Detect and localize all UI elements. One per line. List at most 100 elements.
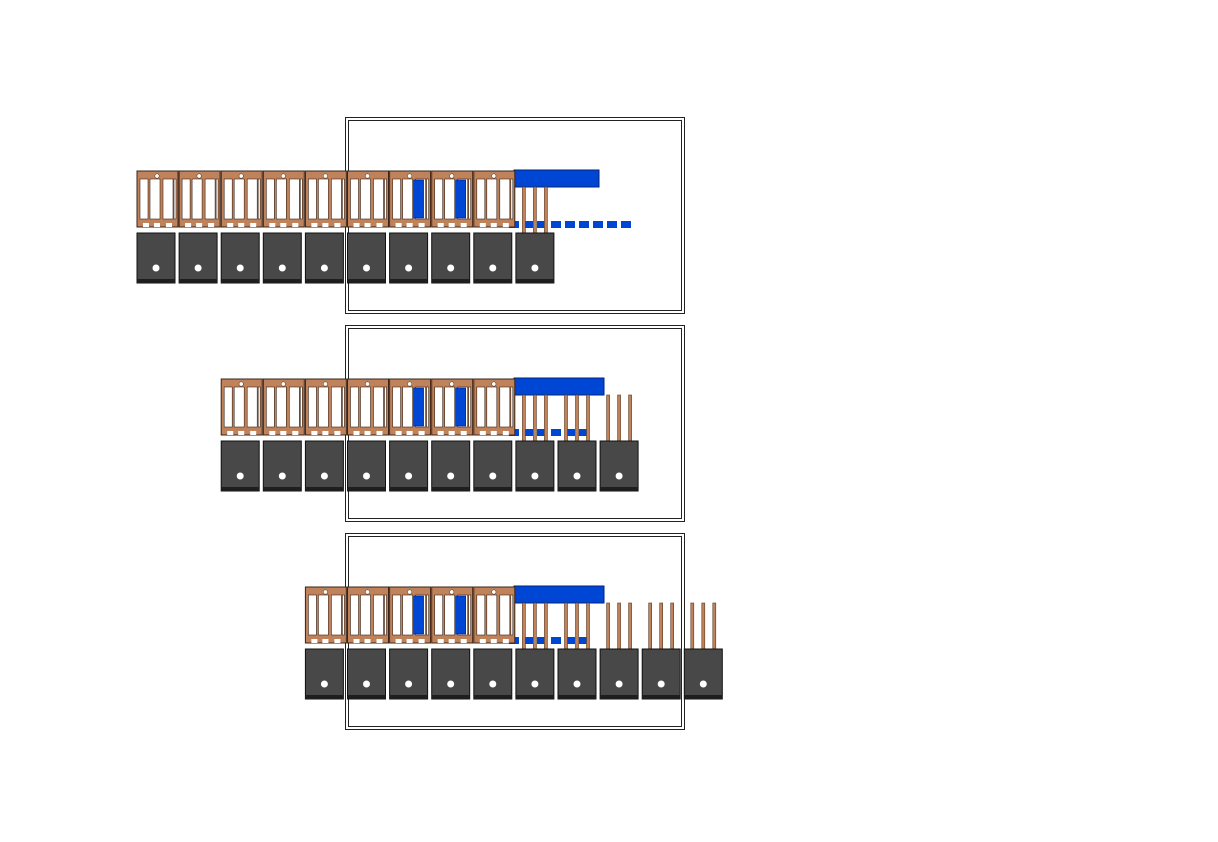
frame-slot <box>486 594 498 636</box>
transistor <box>262 440 302 492</box>
frame-slot <box>191 178 203 220</box>
frame-slot <box>499 386 511 428</box>
frame-notch <box>395 431 402 435</box>
frame-slot <box>288 178 300 220</box>
blue-insulator <box>413 595 424 635</box>
transistor-base <box>431 695 470 699</box>
mounting-hole <box>278 472 286 480</box>
blue-bar <box>513 377 605 396</box>
frame-notch <box>479 639 486 643</box>
frame-slot <box>426 178 429 220</box>
transistor-body <box>515 232 555 284</box>
blue-insulator <box>455 179 467 219</box>
transistor-body <box>220 232 260 284</box>
frame-slot <box>384 386 387 428</box>
frame-notch <box>143 223 149 227</box>
frame-notch <box>250 431 257 435</box>
frame-notch <box>490 431 497 435</box>
frame-notch <box>250 223 257 227</box>
frame-slot <box>468 594 472 636</box>
transistor-leg <box>575 602 579 650</box>
transistor-base <box>305 487 344 491</box>
transistor-body <box>304 440 344 492</box>
transistor-base <box>347 695 386 699</box>
frame-slot <box>476 386 486 428</box>
panel-stage-3 <box>304 533 723 730</box>
frame-notch <box>376 431 383 435</box>
transistor-body <box>220 440 260 492</box>
blue-dash <box>565 221 575 228</box>
copper-frame <box>262 170 305 228</box>
copper-frame <box>389 170 432 228</box>
frame-hole <box>449 589 455 595</box>
frame-slot <box>392 178 401 220</box>
blue-dash <box>523 221 533 228</box>
copper-frame <box>473 170 516 228</box>
frame-slot <box>426 594 429 636</box>
frame-slot <box>233 386 245 428</box>
transistor-body <box>599 648 639 700</box>
frame-notch <box>502 223 509 227</box>
copper-frame <box>431 378 474 436</box>
transistor <box>431 648 471 700</box>
frame-hole <box>280 381 286 387</box>
transistor <box>178 232 218 284</box>
frame-notch <box>322 431 329 435</box>
transistor-leg <box>617 602 621 650</box>
frame-notch <box>418 431 425 435</box>
transistor <box>347 648 386 700</box>
frame-notch <box>185 223 192 227</box>
mounting-hole <box>531 264 539 272</box>
frame-slot <box>384 178 387 220</box>
transistor-base <box>473 487 512 491</box>
frame-slot <box>392 386 401 428</box>
transistor <box>473 648 513 700</box>
frame-notch <box>154 223 160 227</box>
frame-notch <box>448 223 455 227</box>
frame-slot <box>360 178 371 220</box>
frame-hole <box>154 173 160 179</box>
frame-slot <box>308 386 317 428</box>
frame-notch <box>322 639 329 643</box>
transistor-body <box>431 648 471 700</box>
mounting-hole <box>363 264 370 272</box>
transistor-base <box>221 487 260 491</box>
frame-slot <box>223 386 233 428</box>
transistor-base <box>221 279 260 283</box>
transistor <box>515 602 555 700</box>
mounting-hole <box>363 472 370 480</box>
frame-slot <box>204 178 216 220</box>
transistor-base <box>389 695 428 699</box>
blue-dash <box>523 637 533 644</box>
transistor <box>389 232 429 284</box>
frame-slot <box>510 386 514 428</box>
blue-insulator <box>455 387 467 427</box>
frame-notch <box>418 639 425 643</box>
transistor-leg <box>533 394 537 442</box>
transistor <box>599 602 639 700</box>
transistor-leg <box>617 394 621 442</box>
frame-hole <box>238 381 244 387</box>
transistor-body <box>178 232 218 284</box>
transistor-base <box>473 695 512 699</box>
frame-notch <box>448 431 455 435</box>
transistor <box>220 232 260 284</box>
frame-slot <box>499 178 511 220</box>
blue-dash <box>579 429 589 436</box>
frame-hole <box>322 173 328 179</box>
frame-notch <box>311 431 318 435</box>
transistor-leg <box>659 602 664 650</box>
frame-hole <box>322 381 328 387</box>
frame-slot <box>331 594 342 636</box>
transistor <box>389 648 429 700</box>
frame-hole <box>407 589 413 595</box>
transistor-leg <box>544 602 548 650</box>
mounting-hole <box>152 264 160 272</box>
blue-dash <box>537 221 547 228</box>
frame-slot <box>173 178 177 220</box>
copper-frame <box>262 378 305 436</box>
transistor-body <box>347 648 386 700</box>
frame-notch <box>353 223 360 227</box>
transistor-base <box>642 695 681 699</box>
